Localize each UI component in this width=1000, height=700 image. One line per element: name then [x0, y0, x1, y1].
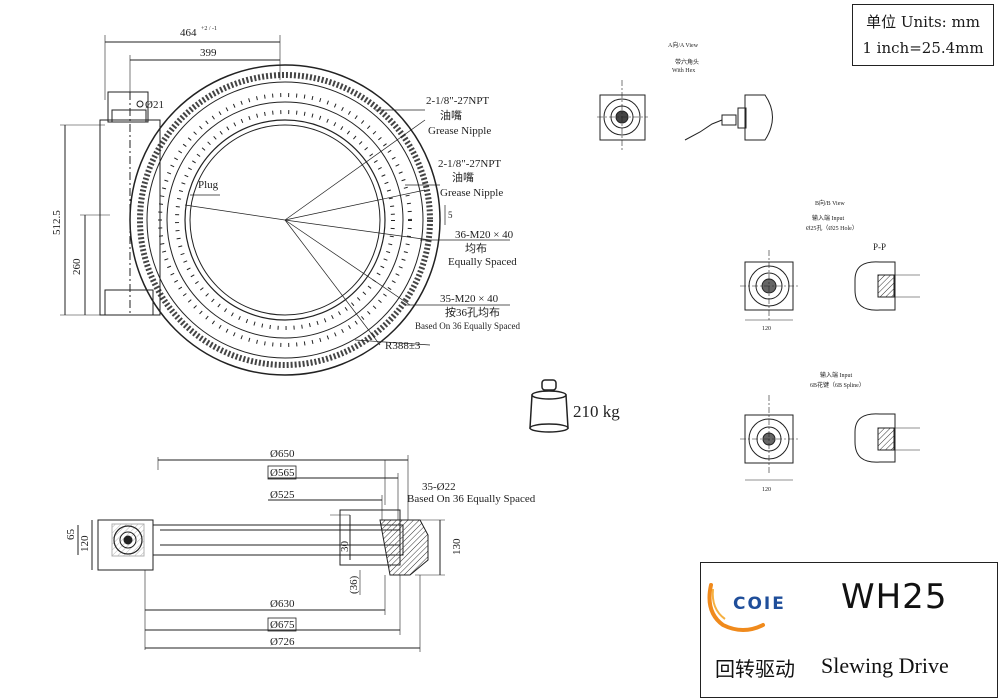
view-c-input: 输入端 Input: [820, 371, 852, 379]
worm-cap-top: [107, 91, 149, 123]
dim-565: Ø565: [270, 467, 295, 479]
name-cn: 回转驱动: [715, 657, 795, 681]
dim-260: 260: [71, 258, 83, 275]
view-a-sub-cn: 带六角头: [675, 58, 699, 66]
dim-726: Ø726: [270, 636, 295, 648]
weight-label: 210 kg: [573, 402, 620, 421]
radius-label: R388±3: [385, 340, 421, 352]
holes-outer-en: Equally Spaced: [448, 256, 517, 268]
dim-120: 120: [79, 535, 91, 552]
view-a-title: A向/A View: [668, 41, 699, 49]
dim-650: Ø650: [270, 448, 295, 460]
worm-cap-top-2: [111, 109, 147, 123]
holes-outer-spec: 36-M20 × 40: [455, 229, 514, 241]
gear-teeth-ring: [137, 72, 433, 368]
holes-inner-cn: 按36孔均布: [445, 305, 500, 319]
worm-base: [104, 289, 154, 316]
plug-label: Plug: [198, 179, 219, 191]
small-dim-5: 5: [448, 210, 453, 220]
coie-logo: COIE: [707, 583, 786, 632]
dim-675: Ø675: [270, 619, 295, 631]
dim-399: 399: [200, 47, 217, 59]
holes-inner-spec: 35-M20 × 40: [440, 293, 499, 305]
view-b: [740, 250, 920, 321]
view-b-title: B向/B View: [815, 199, 845, 207]
grease-nipple-2-en: Grease Nipple: [440, 187, 503, 199]
view-c-120: 120: [762, 487, 771, 493]
holes-outer-cn: 均布: [465, 242, 487, 255]
view-c: [740, 395, 920, 481]
view-a-sub-en: With Hex: [672, 68, 695, 74]
dim-525: Ø525: [270, 489, 295, 501]
units-line-1: 单位 Units: mm: [866, 13, 980, 31]
ring-3: [166, 101, 404, 339]
grease-nipple-1-en: Grease Nipple: [428, 125, 491, 137]
view-b-pp: P-P: [873, 242, 886, 252]
dim-65: 65: [65, 529, 77, 541]
grease-nipple-2-spec: 2-1/8"-27NPT: [438, 158, 501, 170]
bolt-circle-inner: [175, 110, 395, 330]
holes-section-en: Based On 36 Equally Spaced: [407, 493, 536, 505]
dim-circle: Ø21: [145, 99, 164, 111]
dim-30: 30: [339, 541, 351, 553]
inner-bore: [184, 119, 386, 321]
holes-section-spec: 35-Ø22: [422, 481, 456, 493]
front-view: [60, 35, 510, 376]
dim-512: 512.5: [51, 210, 63, 235]
grease-nipple-1-cn: 油嘴: [440, 108, 462, 122]
view-a: [597, 80, 773, 150]
hole-marker: [136, 100, 144, 108]
name-en: Slewing Drive: [821, 653, 949, 678]
dim-130: 130: [451, 538, 463, 555]
holes-inner-en: Based On 36 Equally Spaced: [415, 321, 520, 331]
dim-464: 464: [180, 27, 197, 39]
view-c-input-sub: 6B花键（6B Spline）: [810, 381, 865, 389]
dim-36: (36): [348, 575, 360, 594]
view-b-input: 输入端 Input: [812, 214, 844, 222]
section-view: [77, 455, 445, 652]
model-label: WH25: [841, 577, 948, 617]
brand-name: COIE: [733, 594, 786, 614]
view-b-120: 120: [762, 326, 771, 332]
view-b-input-sub: Ø25孔（Ø25 Hole）: [806, 224, 858, 232]
units-box: 单位 Units: mm 1 inch=25.4mm: [852, 4, 994, 66]
units-line-2: 1 inch=25.4mm: [862, 39, 984, 57]
dim-630: Ø630: [270, 598, 295, 610]
title-block: COIE WH25 回转驱动 Slewing Drive: [700, 562, 998, 698]
weight-icon: [529, 379, 569, 433]
ring-2: [146, 81, 424, 359]
dim-464-tol: +2 / -1: [201, 26, 217, 32]
inner-bore-2: [189, 124, 381, 316]
grease-nipple-1-spec: 2-1/8"-27NPT: [426, 95, 489, 107]
grease-nipple-2-cn: 油嘴: [452, 170, 474, 184]
